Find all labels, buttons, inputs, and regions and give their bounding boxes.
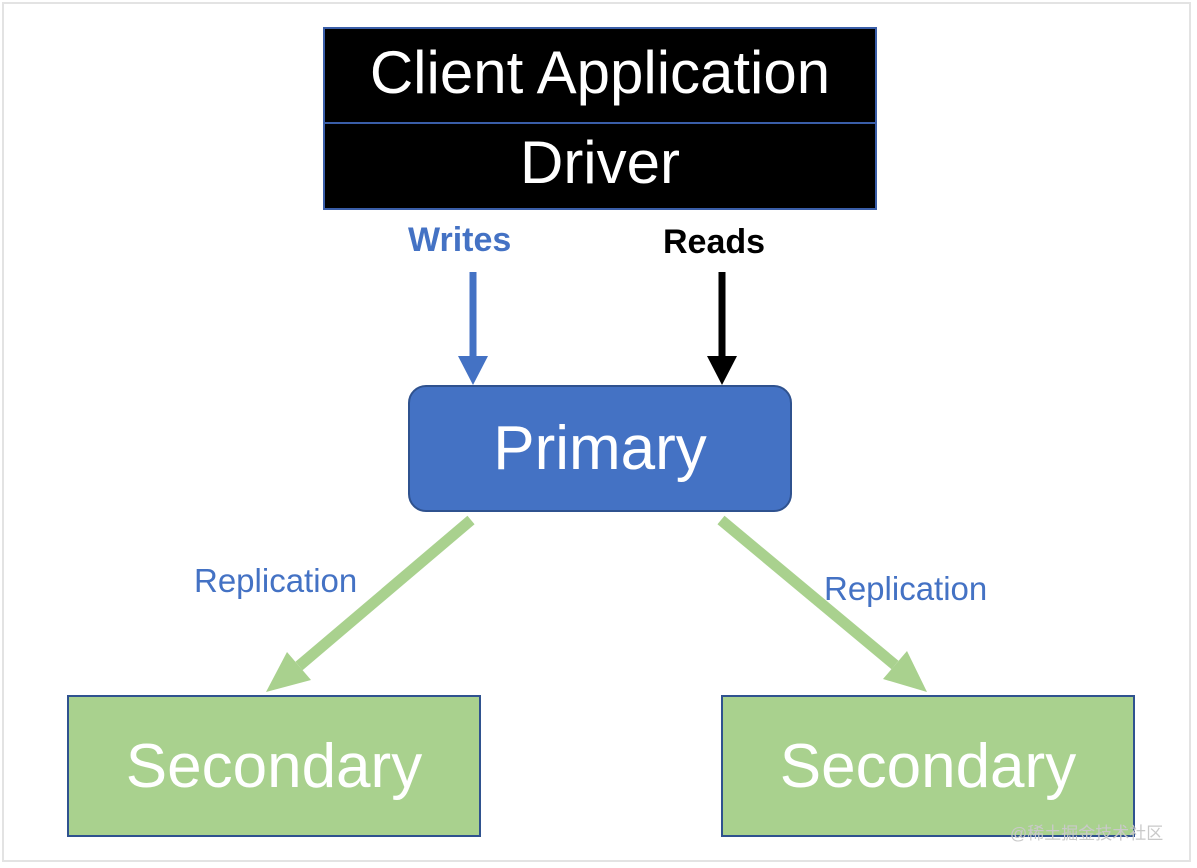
replication-arrow-right [717,515,927,692]
client-application-label: Client Application [369,39,831,106]
writes-arrow [458,272,488,385]
primary-node: Primary [408,385,792,512]
writes-label: Writes [408,221,512,259]
watermark: @稀土掘金技术社区 [1010,824,1164,843]
reads-arrow [707,272,737,385]
replication-arrow-left [266,515,475,692]
client-divider [325,122,875,124]
replication-label-left: Replication [194,562,358,599]
driver-label: Driver [520,129,680,196]
client-application-box: Client Application Driver [323,27,877,210]
secondary-node-right: Secondary [721,695,1135,837]
secondary-node-left: Secondary [67,695,481,837]
reads-label: Reads [663,223,766,261]
replication-label-right: Replication [824,570,988,607]
